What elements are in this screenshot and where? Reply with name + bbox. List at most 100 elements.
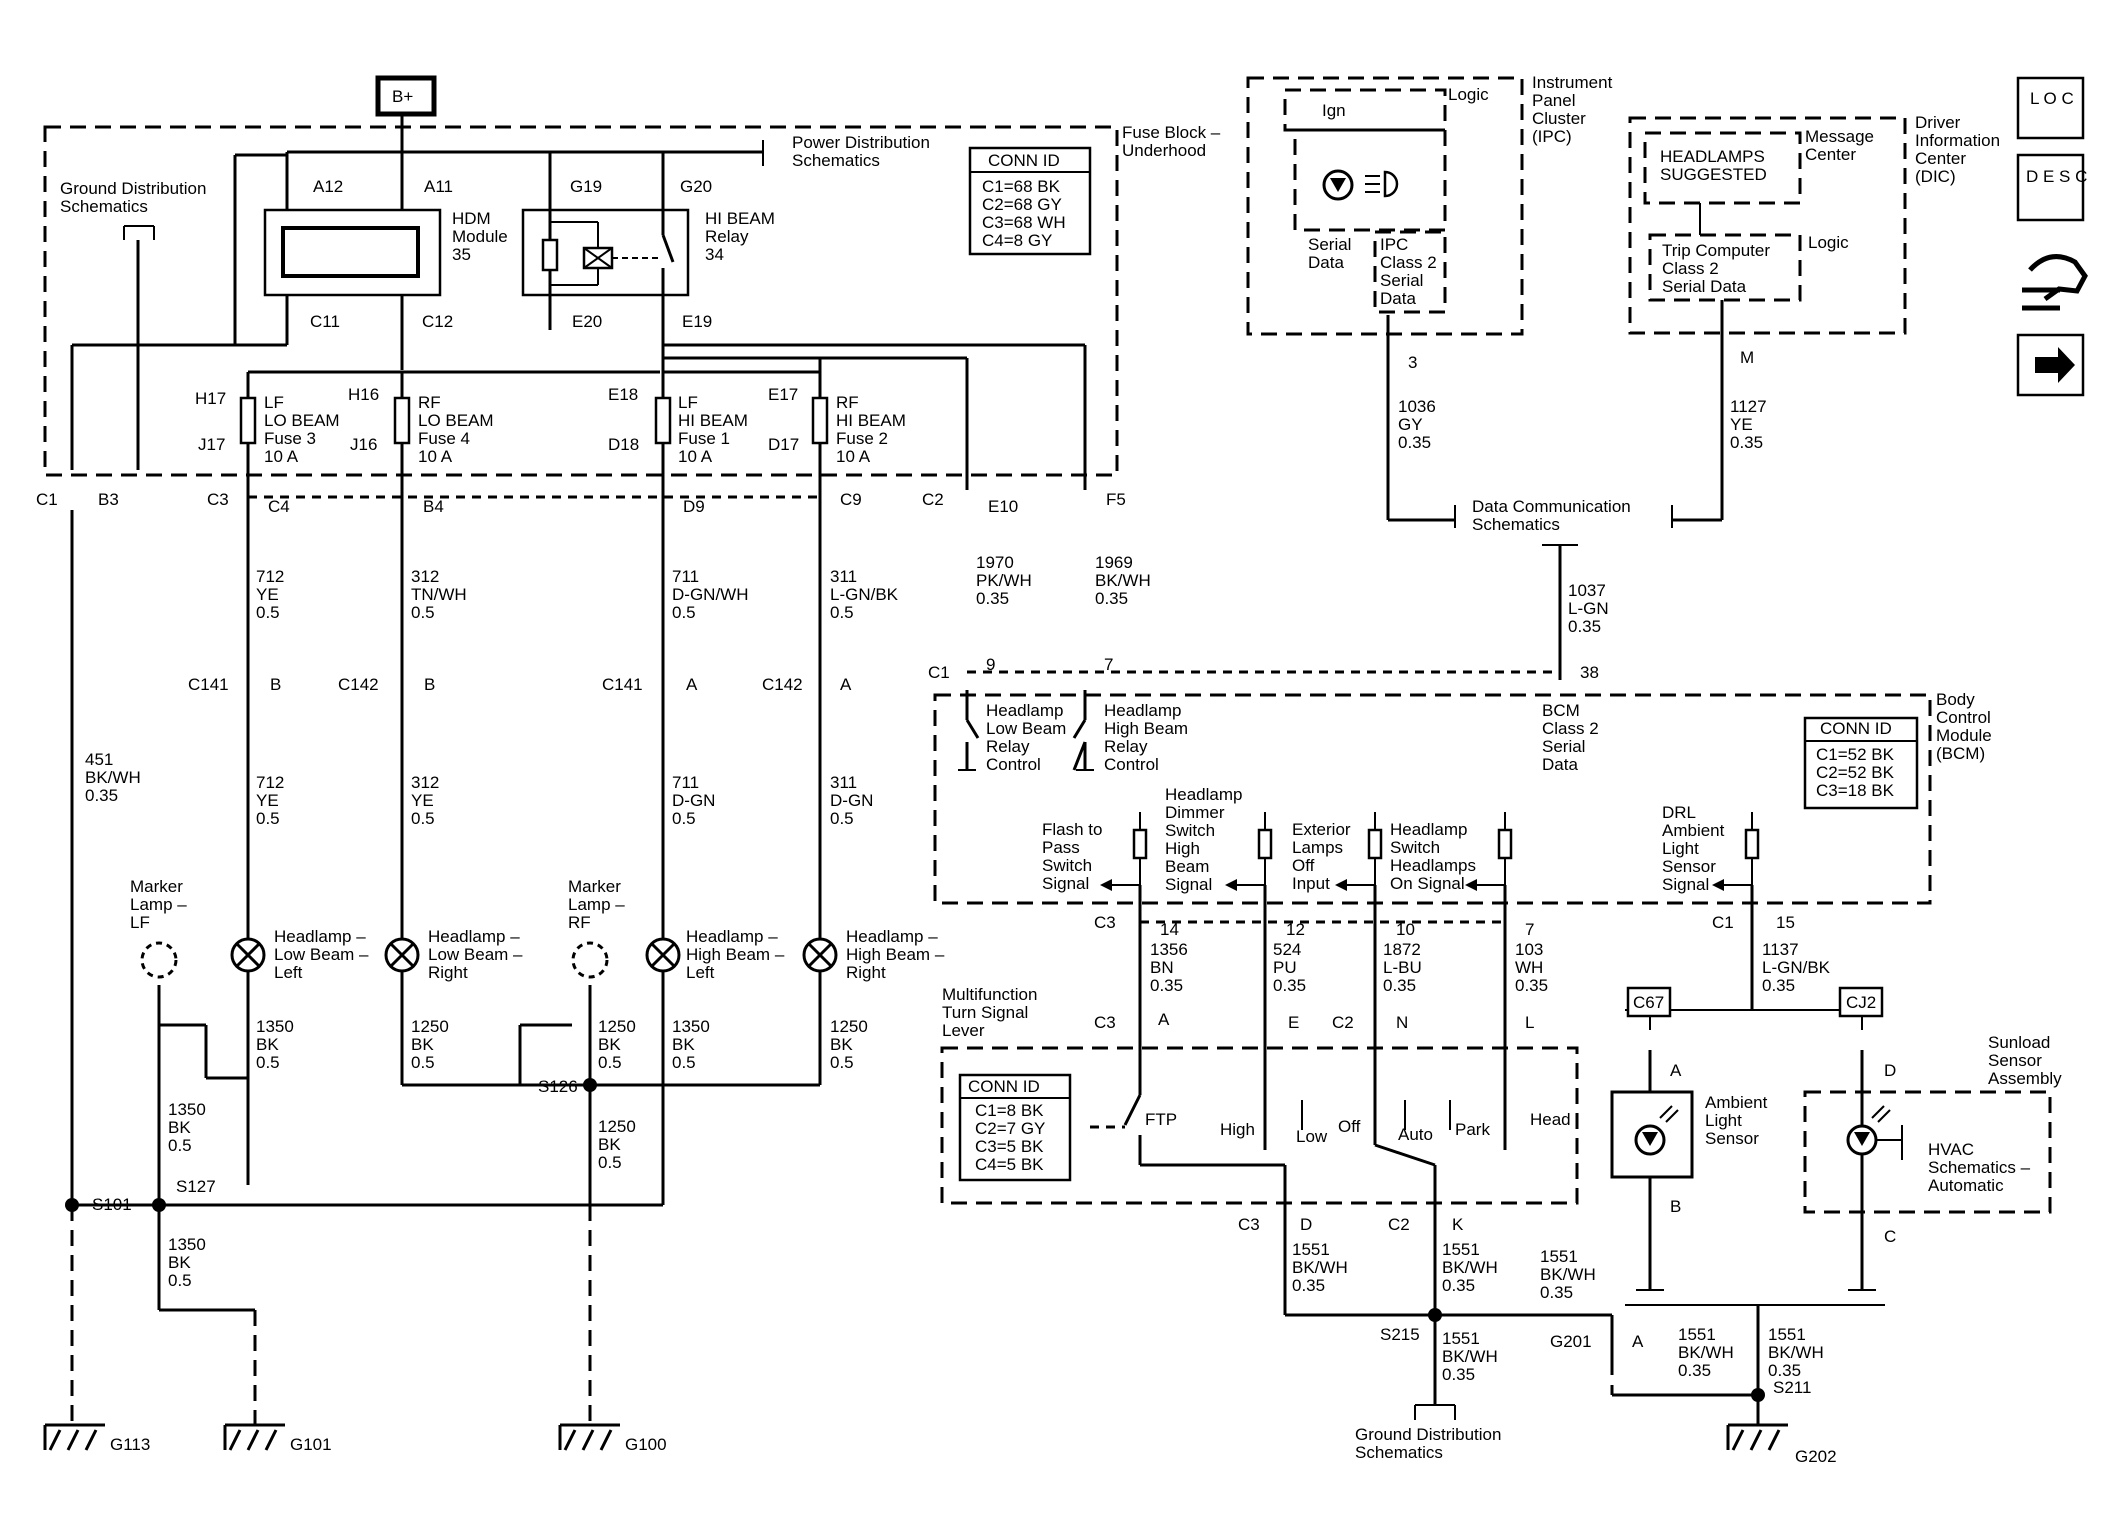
out-pin: B3 xyxy=(98,490,119,509)
ipc-pin: 3 xyxy=(1408,353,1417,372)
mfs-conn-id-row: C1=8 BK xyxy=(975,1101,1044,1120)
arrow-right-icon xyxy=(2035,347,2075,383)
splice-label: S126 xyxy=(538,1077,578,1096)
fuse-conn-id-table xyxy=(968,146,1092,256)
out-pin: F5 xyxy=(1106,490,1126,509)
dic-pin: M xyxy=(1740,348,1754,367)
relay-pin-e19: E19 xyxy=(682,312,712,331)
mfs-conn-id-row: C2=7 GY xyxy=(975,1119,1045,1138)
mfs-position: Park xyxy=(1455,1120,1490,1139)
description-icon-text: D E S C xyxy=(2026,167,2087,186)
hdm-pin-a12: A12 xyxy=(313,177,343,196)
mfs-position: Low xyxy=(1296,1127,1328,1146)
fuse-conn-id-row: C3=68 WH xyxy=(982,213,1066,232)
bcm-pin: 9 xyxy=(986,655,995,674)
wiring-harness-icon xyxy=(2022,254,2088,311)
bplus-terminal xyxy=(375,75,437,117)
fuse-pin: H17 xyxy=(195,389,226,408)
out-pin: C9 xyxy=(840,490,862,509)
mfs-pin: C3 xyxy=(1238,1215,1260,1234)
mfs-pin: C3 xyxy=(1094,1013,1116,1032)
mfs-pin: K xyxy=(1452,1215,1464,1234)
fuse-rf-lo-beam xyxy=(393,396,411,445)
fuse-conn-id-row: C2=68 GY xyxy=(982,195,1062,214)
ground-symbol-icon xyxy=(43,1423,105,1451)
ambient-sensor-pin: B xyxy=(1670,1197,1681,1216)
locator-icon-text: L O C xyxy=(2030,89,2074,108)
ipc-ign-label: Ign xyxy=(1322,101,1346,120)
bcm-pin: C3 xyxy=(1094,913,1116,932)
mfs-pin: E xyxy=(1288,1013,1299,1032)
fuse-pin: H16 xyxy=(348,385,379,404)
out-pin: C1 xyxy=(36,490,58,509)
hdm-pin-c11: C11 xyxy=(310,312,340,331)
fuse-pin: E18 xyxy=(608,385,638,404)
hdm-pin-c12: C12 xyxy=(422,312,453,331)
fuse-block-boundary xyxy=(43,125,1119,477)
relay-pin-g19: G19 xyxy=(570,177,602,196)
ground-symbol-icon xyxy=(558,1423,620,1451)
fuse-lf-lo-beam xyxy=(239,396,257,445)
ground-symbol-icon xyxy=(223,1423,285,1451)
sunload-pin: D xyxy=(1884,1061,1896,1080)
fuse-conn-id-title: CONN ID xyxy=(988,151,1060,170)
inline-connector: A xyxy=(686,675,698,694)
bcm-conn-id-row: C3=18 BK xyxy=(1816,781,1895,800)
dic-boundary xyxy=(1628,116,1907,335)
splice-label: S215 xyxy=(1380,1325,1420,1344)
bcm-pin: C1 xyxy=(1712,913,1734,932)
mfs-pin: L xyxy=(1525,1013,1534,1032)
bplus-label: B+ xyxy=(392,87,413,106)
out-pin: D9 xyxy=(683,497,705,516)
inline-connector: C141 xyxy=(602,675,643,694)
out-pin: C2 xyxy=(922,490,944,509)
dic-logic: Logic xyxy=(1808,233,1849,252)
hdm-pin-a11: A11 xyxy=(424,177,453,196)
ground-symbol-icon xyxy=(1726,1423,1788,1451)
mfs-pin: D xyxy=(1300,1215,1312,1234)
fuse-pin: D18 xyxy=(608,435,639,454)
mfs-position: Off xyxy=(1338,1117,1361,1136)
ground-label: G202 xyxy=(1795,1447,1837,1466)
sunload-pin: C xyxy=(1884,1227,1896,1246)
c67-connector xyxy=(1626,986,1672,1018)
lamp-label: Headlamp –High Beam –Right xyxy=(846,927,945,982)
mfs-pin: A xyxy=(1158,1010,1170,1029)
out-pin: E10 xyxy=(988,497,1018,516)
fuse-pin: J17 xyxy=(198,435,225,454)
ground-label: G113 xyxy=(110,1435,150,1454)
bcm-pin: 7 xyxy=(1104,655,1113,674)
bcm-conn-id-row: C1=52 BK xyxy=(1816,745,1895,764)
bcm-pin: 7 xyxy=(1525,920,1534,939)
mfs-position: Head xyxy=(1530,1110,1571,1129)
lamp-icon xyxy=(384,937,420,973)
